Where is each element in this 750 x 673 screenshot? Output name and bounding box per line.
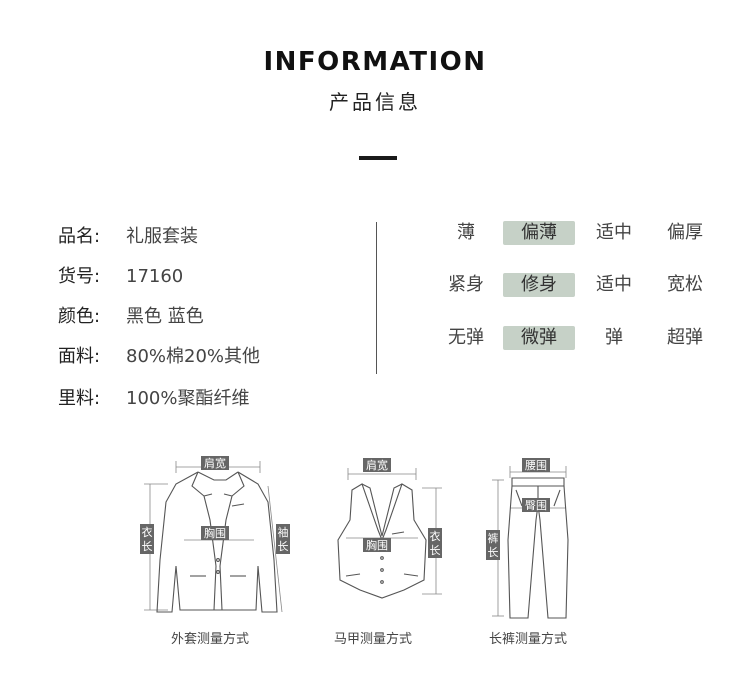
spec-value: 17160: [126, 266, 184, 287]
spec-value: 礼服套装: [126, 226, 198, 247]
scale-option: 偏薄: [503, 221, 575, 245]
pants-diagram: [492, 466, 569, 619]
tag-vest-shoulder: 肩宽: [366, 458, 388, 472]
tag-jacket-length-bottom: 长: [142, 540, 153, 553]
tag-vest-chest: 胸围: [366, 538, 388, 552]
scale-fit: 紧身 修身 适中 宽松: [430, 273, 730, 297]
caption-pants: 长裤测量方式: [489, 632, 568, 647]
scale-option: 微弹: [503, 326, 575, 350]
scale-option: 修身: [503, 273, 575, 297]
spec-key: 颜色:: [58, 306, 101, 327]
vest-diagram: [337, 468, 442, 599]
tag-vest-length-bottom: 长: [430, 544, 441, 557]
spec-row-fabric: 面料: 80%棉20%其他: [58, 342, 260, 368]
page-subtitle: 产品信息: [329, 90, 421, 114]
spec-value: 黑色 蓝色: [126, 306, 204, 327]
title-divider: [359, 156, 397, 160]
scale-option: 偏厚: [667, 222, 703, 243]
scale-option: 宽松: [667, 274, 703, 295]
page-title: INFORMATION: [263, 47, 487, 77]
scale-option: 弹: [605, 327, 623, 348]
tag-jacket-sleeve-top: 袖: [278, 525, 289, 539]
spec-key: 里料:: [58, 388, 101, 409]
caption-vest: 马甲测量方式: [334, 632, 413, 647]
scale-option: 紧身: [448, 274, 484, 295]
spec-key: 面料:: [58, 346, 101, 367]
scale-stretch: 无弹 微弹 弹 超弹: [430, 326, 730, 350]
spec-value: 80%棉20%其他: [126, 346, 261, 367]
tag-pants-waist: 腰围: [525, 459, 547, 472]
spec-key: 货号:: [58, 266, 101, 287]
tag-jacket-chest: 胸围: [204, 526, 226, 540]
scale-thickness: 薄 偏薄 适中 偏厚: [430, 221, 730, 245]
spec-row-name: 品名: 礼服套装: [58, 222, 198, 248]
scale-option: 无弹: [448, 327, 484, 348]
tag-jacket-sleeve-bottom: 长: [278, 540, 289, 553]
spec-divider: [376, 222, 377, 374]
spec-row-item-no: 货号: 17160: [58, 262, 183, 288]
scale-option: 适中: [596, 274, 632, 295]
tag-pants-length-top: 裤: [488, 531, 499, 545]
tag-pants-length-bottom: 长: [488, 546, 499, 559]
spec-row-lining: 里料: 100%聚酯纤维: [58, 384, 249, 410]
tag-jacket-shoulder: 肩宽: [204, 456, 226, 470]
scale-option: 超弹: [667, 327, 703, 348]
tag-vest-length-top: 衣: [430, 529, 441, 543]
spec-value: 100%聚酯纤维: [126, 388, 250, 409]
tag-pants-hip: 臀围: [525, 499, 547, 512]
caption-jacket: 外套测量方式: [171, 632, 250, 647]
scale-option: 适中: [596, 222, 632, 243]
tag-jacket-length-top: 衣: [142, 525, 153, 539]
spec-key: 品名:: [58, 226, 101, 247]
scale-option: 薄: [457, 222, 475, 243]
measure-tags: 肩宽 胸围 衣 长 袖 长 肩宽 胸围 衣 长 腰围 臀围 裤 长: [140, 456, 550, 560]
spec-row-color: 颜色: 黑色 蓝色: [58, 302, 204, 328]
